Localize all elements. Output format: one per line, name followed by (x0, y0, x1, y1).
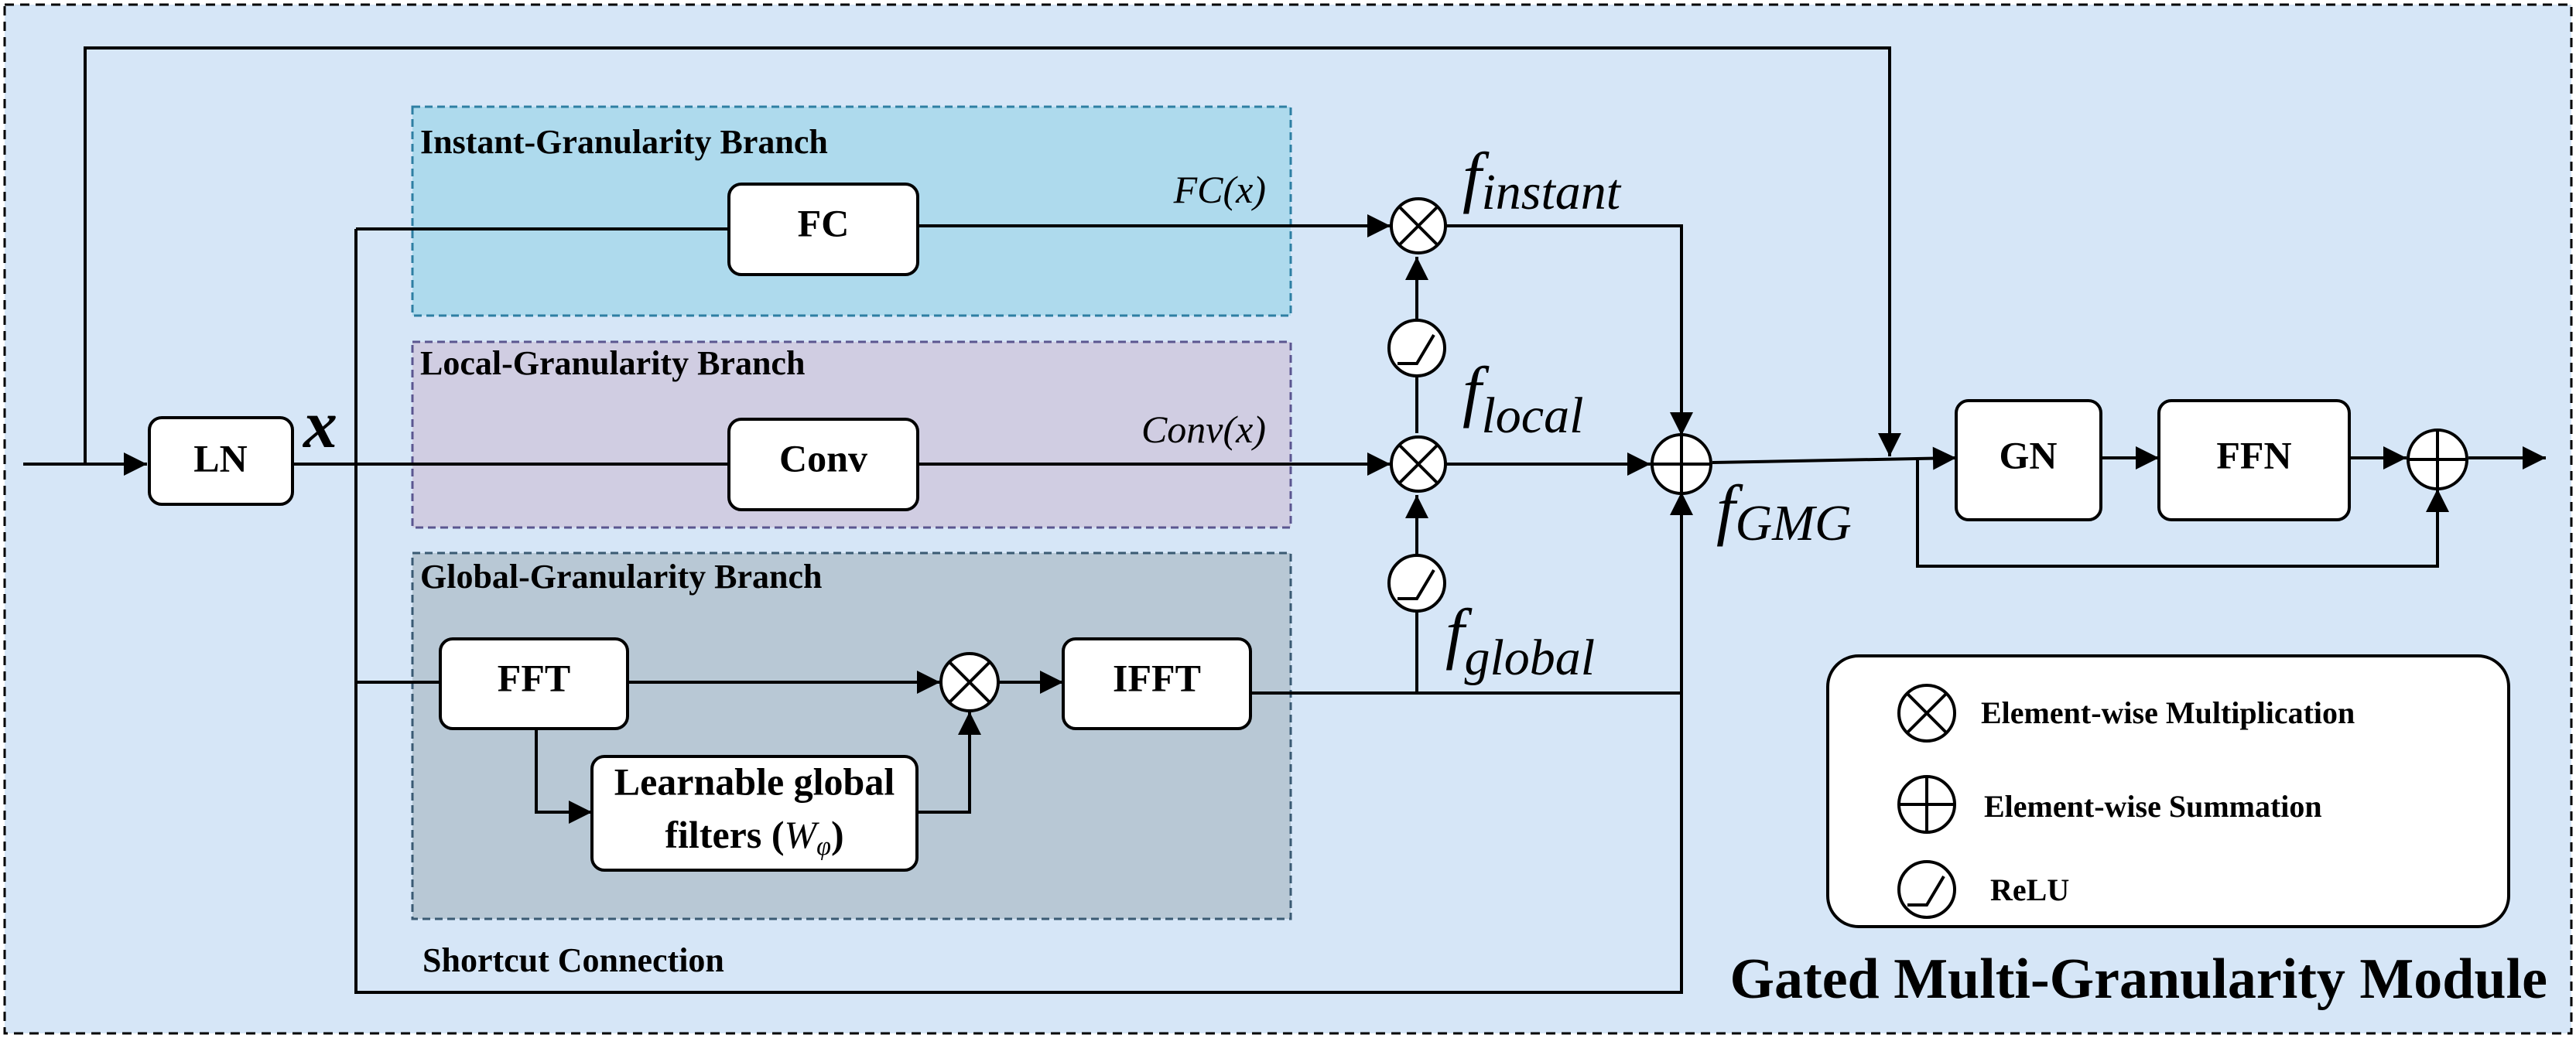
legend-relu-label: ReLU (1990, 872, 2069, 907)
legend-multiplication-label: Element-wise Multiplication (1981, 695, 2355, 730)
ln-block: LN (148, 416, 294, 506)
local-branch-title: Local-Granularity Branch (420, 344, 805, 382)
module-title: Gated Multi-Granularity Module (1730, 948, 2548, 1011)
sum-output-icon (2407, 429, 2468, 490)
fft-to-filter-wire (535, 729, 592, 824)
sum-main-icon (1651, 433, 1712, 495)
instant-branch-title: Instant-Granularity Branch (420, 123, 828, 161)
conv-label: Conv (779, 436, 867, 480)
legend-relu-icon (1897, 860, 1956, 919)
ffn-label: FFN (2216, 433, 2291, 476)
legend-multiply-icon (1897, 684, 1956, 743)
fft-block: FFT (439, 637, 629, 730)
filter-label-line2: filters (Wφ) (665, 813, 843, 860)
sum-to-gn-wire (1712, 446, 1957, 470)
gn-label: GN (2000, 433, 2058, 476)
ifft-label: IFFT (1113, 656, 1201, 699)
f-gmg-label: fGMG (1716, 473, 1852, 551)
fc-output-label: FC(x) (1173, 168, 1266, 211)
x-label: x (302, 388, 337, 463)
relu-lower-icon (1387, 554, 1446, 613)
residual-bypass-wire (84, 46, 1901, 464)
fc-block: FC (727, 183, 919, 276)
multiply-global-icon (939, 652, 1000, 712)
fc-label: FC (798, 201, 850, 244)
conv-block: Conv (727, 418, 919, 511)
conv-output-label: Conv(x) (1141, 408, 1266, 451)
filter-to-mult-wire (917, 712, 981, 814)
shortcut-label: Shortcut Connection (422, 941, 724, 979)
fft-label: FFT (498, 656, 570, 699)
learnable-filter-block: Learnable global filters (Wφ) (590, 755, 919, 872)
f-global-label: fglobal (1445, 596, 1595, 686)
legend-sum-icon (1897, 775, 1956, 834)
legend: Element-wise Multiplication Element-wise… (1826, 654, 2510, 928)
filter-label-line1: Learnable global (614, 760, 895, 803)
relu-upper-icon (1387, 319, 1446, 377)
ifft-block: IFFT (1062, 637, 1252, 730)
ln-label: LN (193, 436, 247, 480)
ffn-block: FFN (2157, 399, 2351, 521)
x-split-wire (354, 229, 1693, 994)
global-branch-title: Global-Granularity Branch (420, 558, 822, 596)
multiply-instant-icon (1390, 197, 1447, 254)
gn-block: GN (1955, 399, 2102, 521)
ffn-residual-wire (1916, 460, 2449, 568)
multiply-local-icon (1390, 435, 1447, 493)
legend-summation-label: Element-wise Summation (1984, 789, 2322, 824)
instant-to-sum-wire (1445, 224, 1693, 435)
